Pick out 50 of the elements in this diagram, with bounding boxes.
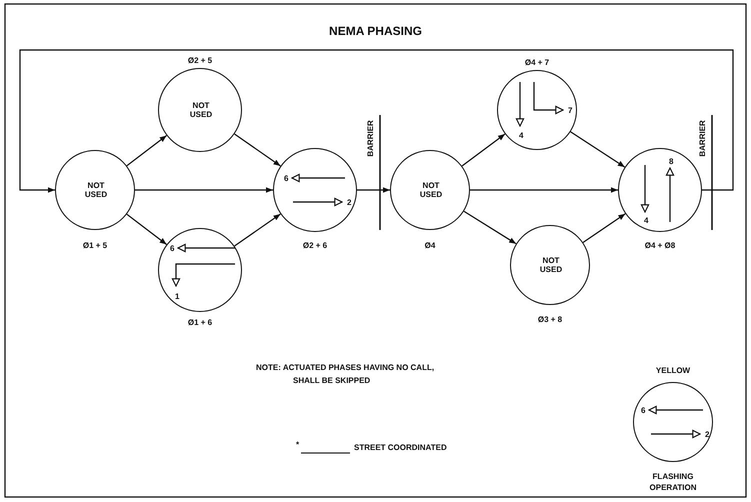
diagram-title: NEMA PHASING (328, 24, 423, 40)
phase-circle (158, 228, 242, 312)
phase-circle (158, 68, 242, 152)
phase-label: Ø2 + 5 (186, 54, 214, 66)
phase-status: NOT USED (538, 257, 564, 275)
barrier-label: BARRIER (366, 120, 376, 156)
movement-number: 6 (170, 244, 174, 254)
arrow (470, 187, 618, 193)
phase-label: YELLOW (654, 364, 692, 376)
arrow (126, 135, 167, 166)
movement-number: 7 (568, 106, 572, 116)
phase-circle (510, 225, 590, 305)
arrow (464, 210, 516, 244)
arrow (462, 134, 506, 166)
movement-number: 6 (641, 406, 646, 416)
movement-number: 2 (347, 198, 352, 208)
arrow (582, 213, 626, 243)
movement-number: 8 (669, 158, 674, 166)
phase-circle (633, 382, 713, 462)
movement-number: 6 (284, 174, 288, 184)
phase-label: Ø3 + 8 (536, 314, 564, 325)
phase-label: Ø1 + 6 (186, 316, 214, 328)
note-text: STREET COORDINATED (354, 444, 447, 453)
phase-status: NOT USED (84, 182, 108, 200)
arrow (234, 134, 281, 166)
arrow (234, 214, 281, 246)
arrow (19, 49, 734, 193)
phase-label: Ø4 + Ø8 (644, 240, 676, 251)
barrier-label: BARRIER (698, 120, 708, 156)
movement-number: 1 (175, 292, 180, 302)
phase-circle (55, 150, 135, 230)
movement-number: 4 (644, 216, 648, 226)
phase-status: NOT USED (188, 102, 214, 120)
phase-circle (273, 148, 357, 232)
footnote-mark: * (296, 441, 300, 450)
phase-label: Ø4 (424, 240, 436, 251)
phase-label: Ø1 + 5 (82, 240, 108, 251)
arrow (126, 214, 167, 245)
movement-number: 4 (519, 132, 524, 140)
phase-label: FLASHING OPERATION (648, 471, 698, 494)
phase-label: Ø2 + 6 (302, 240, 328, 251)
arrow (357, 187, 390, 193)
note-text: NOTE: ACTUATED PHASES HAVING NO CALL, SHALL BE SKIPPED (256, 362, 436, 387)
phase-circle (497, 70, 577, 150)
arrow (570, 131, 626, 168)
phase-circle (390, 150, 470, 230)
movement-number: 2 (705, 430, 710, 440)
phase-label: Ø4 + 7 (524, 56, 550, 68)
arrow (135, 187, 273, 193)
phase-status: NOT USED (418, 182, 444, 200)
